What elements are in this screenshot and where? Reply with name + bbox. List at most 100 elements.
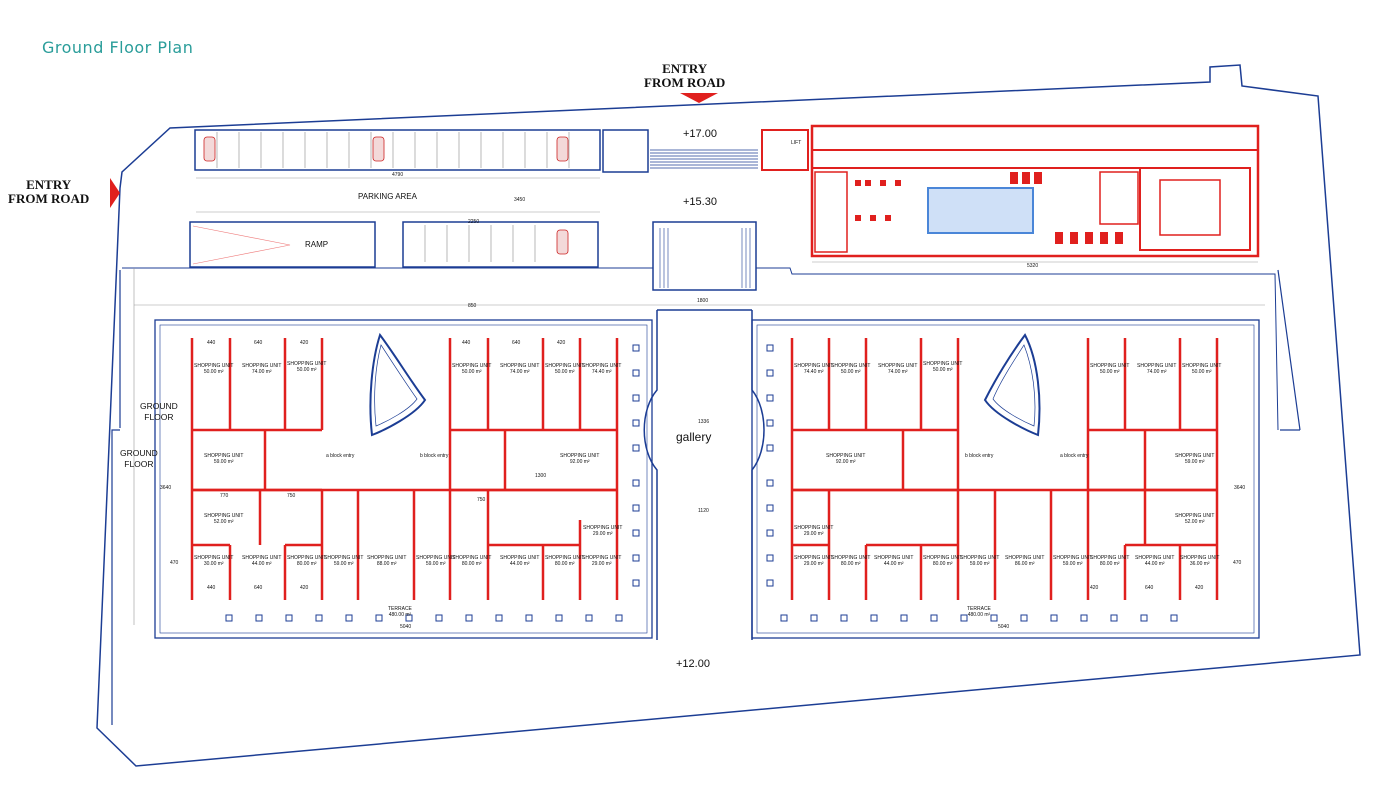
entry-from-road-top: ENTRY FROM ROAD [644,62,725,90]
entry-label: ENTRY [662,61,708,76]
parking-lower-strip [402,221,599,268]
dimension-label: 3450 [514,197,526,203]
site-boundary [96,64,1361,767]
terrace-line: 480.00 m² [388,612,412,618]
unit-area: 50.00 m² [203,369,224,375]
lift-block [761,129,809,171]
entry-arrow-top-icon [680,93,718,103]
unit-area: 52.00 m² [1184,519,1205,525]
unit-name: SHOPPING UNIT [452,363,492,369]
right-triangle-planter [983,333,1041,437]
unit-name: SHOPPING UNIT [826,453,866,459]
club-room [1139,167,1251,251]
ground-floor-line: GROUND [120,448,158,458]
dimension-label: 1336 [698,419,710,425]
unit-name: SHOPPING UNIT [583,525,623,531]
unit-name: SHOPPING UNIT [287,361,327,367]
terrace-line: TERRACE [967,606,991,612]
dimension-label: 420 [1090,585,1099,591]
unit-name: SHOPPING UNIT [500,555,540,561]
dimension-label: 1120 [698,508,709,514]
unit-area: 59.00 m² [425,561,446,567]
unit-name: SHOPPING UNIT [560,453,600,459]
dimension-label: 440 [462,340,471,346]
terrace-tables-left [225,344,640,622]
parking-bays-lower [424,225,536,262]
unit-name: SHOPPING UNIT [1175,513,1215,519]
dimension-label: 2250 [468,219,480,225]
dimension-label: 750 [287,493,296,499]
unit-area: 50.00 m² [840,369,861,375]
unit-name: SHOPPING UNIT [1137,363,1177,369]
unit-area: 80.00 m² [840,561,861,567]
ramp-diagonal [192,225,291,265]
unit-area: 74.00 m² [887,369,908,375]
right-triangle-planter-inner [992,344,1036,427]
dimension-label: 5320 [1027,263,1039,269]
unit-area: 80.00 m² [554,561,575,567]
unit-area: 80.00 m² [1099,561,1120,567]
unit-area: 92.00 m² [835,459,856,465]
unit-name: SHOPPING UNIT [831,555,871,561]
club-building [810,124,1260,258]
unit-name: SHOPPING UNIT [545,555,585,561]
car-icon-lower [556,229,569,255]
unit-name: SHOPPING UNIT [1182,363,1222,369]
block-entry-label: b block entry [420,453,449,459]
unit-name: SHOPPING UNIT [1180,555,1220,561]
unit-area: 86.00 m² [1014,561,1035,567]
dimension-label: 5040 [998,624,1010,630]
car-icons-top [203,136,569,162]
unit-name: SHOPPING UNIT [1005,555,1045,561]
dimension-label: 470 [1233,560,1242,566]
unit-area: 52.00 m² [213,519,234,525]
unit-name: SHOPPING UNIT [874,555,914,561]
parking-top-strip [194,129,601,171]
entry-label: FROM ROAD [644,75,726,90]
unit-name: SHOPPING UNIT [242,363,282,369]
unit-area: 88.00 m² [376,561,397,567]
dimension-label: 5040 [400,624,412,630]
dimension-label: 1300 [535,473,547,479]
block-entry-label: b block entry [965,453,994,459]
unit-name: SHOPPING UNIT [204,453,244,459]
unit-name: SHOPPING UNIT [582,555,622,561]
entry-stairs-top [650,149,758,169]
gallery-right-wall [751,310,765,640]
block-entry-label: a block entry [326,453,355,459]
unit-name: SHOPPING UNIT [960,555,1000,561]
unit-area: 44.00 m² [883,561,904,567]
terrace-line: TERRACE [388,606,412,612]
inner-podium-outline [122,267,1279,431]
unit-area: 74.00 m² [251,369,272,375]
dimension-label: 4790 [392,172,404,178]
unit-name: SHOPPING UNIT [1090,555,1130,561]
club-room [814,171,848,253]
ground-floor-label: GROUND FLOOR [120,448,158,470]
dimension-label: 440 [207,340,216,346]
unit-area: 50.00 m² [296,367,317,373]
dimension-label: 1800 [697,298,709,304]
unit-area: 59.00 m² [969,561,990,567]
unit-name: SHOPPING UNIT [287,555,327,561]
unit-area: 50.00 m² [1191,369,1212,375]
unit-area: 74.40 m² [803,369,824,375]
unit-name: SHOPPING UNIT [324,555,364,561]
entry-label: ENTRY [26,177,72,192]
